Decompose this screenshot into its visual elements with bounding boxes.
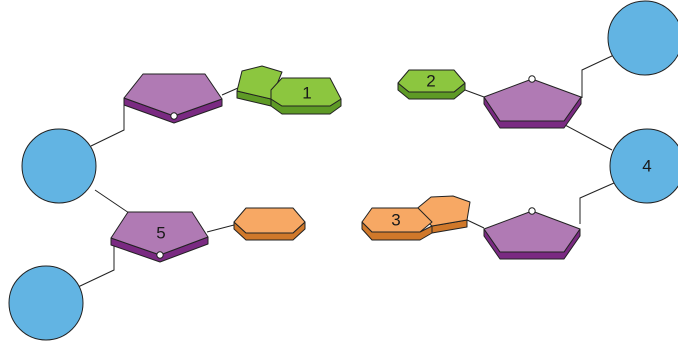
phosphate-groups	[8, 0, 678, 341]
label-2: 2	[426, 72, 435, 91]
base-pyrimidine-orange	[233, 207, 306, 241]
phosphate-circle-left-bottom	[8, 265, 84, 341]
link-sugar-bottom-right-to-base-3	[464, 218, 485, 229]
sugar-bottom-left: 5	[110, 211, 209, 263]
phosphate-circle-left-top	[21, 128, 97, 204]
ring-top	[397, 69, 466, 93]
link-phosphate-right-to-sugar-bottom-right	[579, 182, 615, 224]
link-phosphate-left-top-to-sugar-bottom-left	[94, 189, 133, 216]
sugar-top-face	[110, 211, 209, 256]
link-sugar-top-right-to-base-2	[464, 89, 485, 98]
link-phosphate-right-top-to-sugar-top-right	[581, 54, 615, 98]
sugar-top-face	[483, 78, 582, 122]
six-ring-top	[361, 207, 433, 233]
label-1: 1	[302, 84, 311, 103]
six-ring-top	[270, 77, 342, 107]
ring-top	[233, 207, 306, 234]
ring-oxygen-dot	[170, 112, 178, 120]
label-4: 4	[642, 157, 651, 176]
phosphate-circle-right-top	[607, 0, 678, 76]
sugar-top-right	[483, 75, 582, 129]
link-sugar-top-left-to-base-1	[221, 87, 239, 96]
glycosidic-links	[206, 87, 485, 233]
label-3: 3	[391, 211, 400, 230]
ring-oxygen-dot	[528, 75, 536, 83]
link-sugar-top-right-to-phosphate-right	[564, 124, 613, 151]
base-3-purine-orange: 3	[361, 195, 471, 241]
backbone-links	[77, 54, 615, 288]
sugar-top-face	[123, 73, 223, 117]
label-5: 5	[156, 224, 165, 243]
base-2-pyrimidine-green: 2	[397, 69, 466, 100]
ring-oxygen-dot	[528, 207, 536, 215]
link-phosphate-left-bottom-to-sugar-bottom-left	[77, 244, 115, 288]
sugar-bottom-right	[483, 207, 581, 260]
sugar-top-face	[483, 210, 581, 253]
phosphate-circle-right-4	[609, 128, 678, 204]
ring-oxygen-dot	[156, 251, 164, 259]
link-phosphate-left-top-to-sugar-top-left	[90, 104, 125, 147]
base-1-purine-green: 1	[236, 65, 342, 115]
sugar-top-left	[123, 73, 223, 124]
link-sugar-bottom-left-to-base-orange	[206, 224, 235, 233]
